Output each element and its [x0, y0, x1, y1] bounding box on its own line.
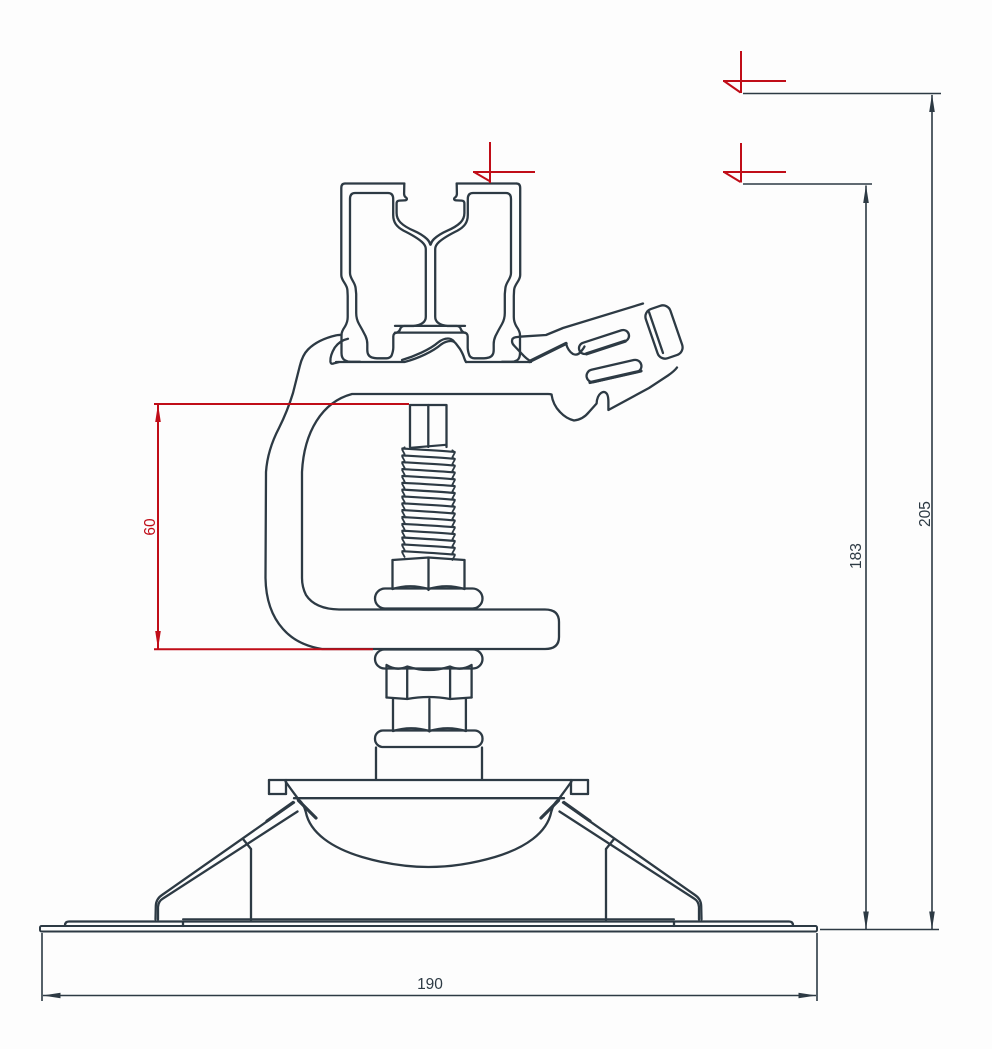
svg-text:60: 60	[142, 518, 159, 536]
svg-text:183: 183	[848, 543, 865, 569]
svg-text:205: 205	[917, 501, 934, 527]
svg-text:190: 190	[417, 976, 443, 993]
